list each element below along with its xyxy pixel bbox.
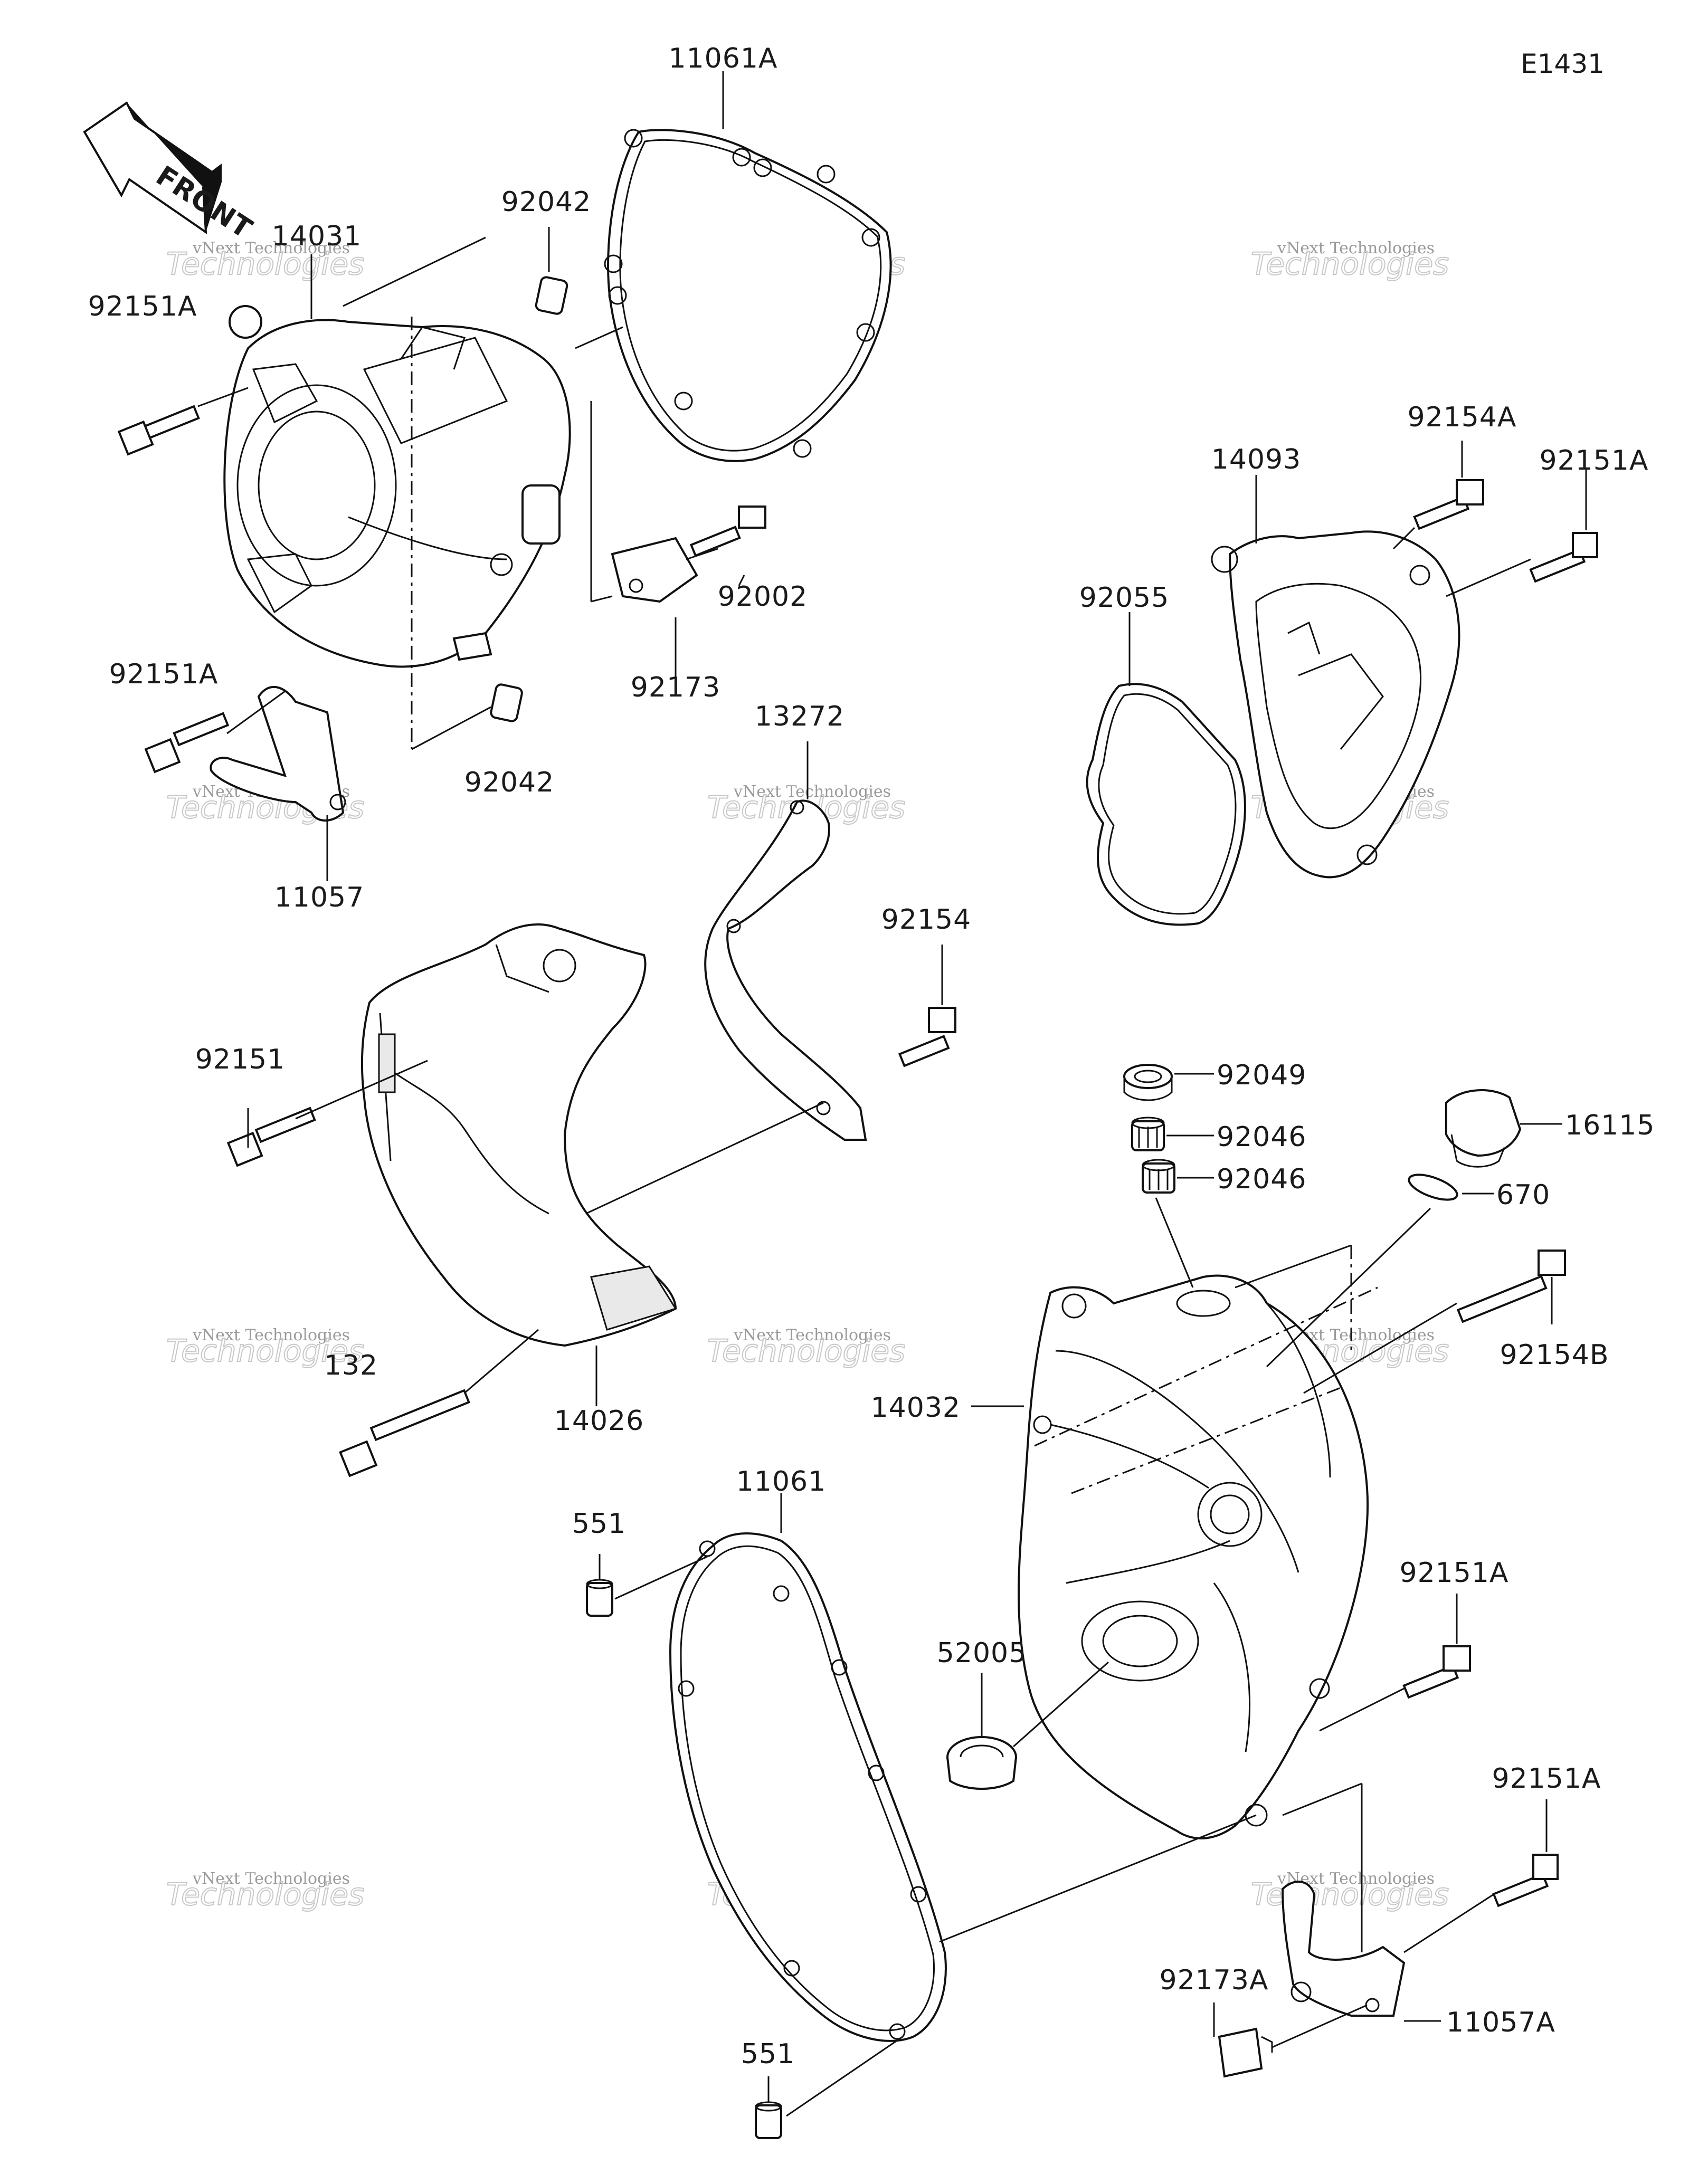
bolt-92151a-left-lower[interactable] — [144, 712, 230, 774]
label-551-lower: 551 — [741, 2038, 795, 2070]
svg-text:Technologies: Technologies — [166, 1876, 364, 1912]
label-92055: 92055 — [1079, 582, 1169, 614]
svg-text:Technologies: Technologies — [166, 1333, 364, 1369]
label-551-upper: 551 — [572, 1508, 626, 1540]
label-92154a: 92154A — [1408, 402, 1517, 433]
svg-text:vNext Technologies: vNext Technologies — [192, 239, 350, 257]
bolt-92154b[interactable] — [1456, 1250, 1566, 1323]
label-92151a-1: 92151A — [88, 291, 197, 322]
label-92046-2: 92046 — [1217, 1163, 1306, 1195]
label-92151a-5: 92151A — [1492, 1763, 1601, 1795]
svg-text:vNext Technologies: vNext Technologies — [733, 1326, 891, 1344]
svg-text:Technologies: Technologies — [707, 1333, 905, 1369]
bolt-92154a[interactable] — [1413, 479, 1484, 530]
needle-bearing-92046-lower[interactable] — [1142, 1159, 1175, 1194]
label-92151: 92151 — [195, 1044, 285, 1075]
clamp-92173[interactable] — [611, 537, 698, 603]
label-14032: 14032 — [871, 1392, 961, 1424]
label-14026: 14026 — [554, 1405, 644, 1437]
o-ring-670[interactable] — [1406, 1170, 1460, 1205]
gasket-11061a[interactable] — [604, 129, 892, 462]
bolt-92151a-left-upper[interactable] — [117, 405, 200, 456]
part-labels: 11061A 92042 14031 92151A 92002 92173 92… — [88, 43, 1655, 2070]
svg-text:vNext Technologies: vNext Technologies — [1277, 239, 1435, 257]
gasket-92055[interactable] — [1086, 683, 1246, 926]
bolt-92154[interactable] — [898, 1007, 956, 1067]
label-52005: 52005 — [937, 1637, 1027, 1669]
bolt-92151a-right-mid[interactable] — [1402, 1645, 1471, 1699]
label-13272: 13272 — [755, 701, 844, 732]
needle-bearing-92046-upper[interactable] — [1131, 1117, 1165, 1151]
svg-text:Technologies: Technologies — [1251, 246, 1449, 282]
svg-text:Technologies: Technologies — [166, 246, 364, 282]
label-92151a-4: 92151A — [1400, 1557, 1509, 1589]
label-92151a-3: 92151A — [1540, 445, 1649, 476]
leader-lines — [197, 71, 1587, 2117]
dowel-pin-551-upper[interactable] — [586, 1579, 613, 1617]
label-11061a: 11061A — [669, 43, 778, 74]
bolt-132[interactable] — [339, 1389, 470, 1477]
front-arrow-icon: FRONT — [83, 101, 258, 245]
bolt-92002[interactable] — [689, 506, 766, 557]
oil-filler-cap-16115[interactable] — [1445, 1089, 1522, 1168]
label-92151a-2: 92151A — [109, 659, 219, 690]
bolt-92151[interactable] — [226, 1107, 316, 1167]
svg-text:vNext Technologies: vNext Technologies — [192, 1326, 350, 1344]
clamp-92173a[interactable] — [1218, 2027, 1273, 2078]
bracket-11057[interactable] — [210, 686, 346, 822]
dowel-pin-92042-lower[interactable] — [490, 683, 523, 722]
gasket-11061[interactable] — [669, 1532, 947, 2042]
ref-code: E1431 — [1521, 49, 1605, 79]
svg-text:vNext Technologies: vNext Technologies — [733, 783, 891, 801]
label-92154: 92154 — [881, 904, 971, 936]
label-670: 670 — [1496, 1179, 1550, 1211]
label-92042-lower: 92042 — [464, 767, 554, 798]
bolt-92151a-right-upper[interactable] — [1529, 532, 1598, 583]
sprocket-cover-14026[interactable] — [360, 923, 677, 1347]
label-92002: 92002 — [718, 581, 808, 613]
label-14031: 14031 — [272, 221, 362, 252]
label-92042-upper: 92042 — [501, 186, 591, 218]
label-132: 132 — [324, 1350, 378, 1381]
dowel-pin-551-lower[interactable] — [755, 2101, 782, 2139]
bolt-92151a-right-lower[interactable] — [1492, 1854, 1559, 1908]
label-92154b: 92154B — [1500, 1339, 1609, 1371]
label-11057: 11057 — [274, 882, 364, 913]
oil-level-gauge-52005[interactable] — [946, 1736, 1017, 1790]
svg-text:Technologies: Technologies — [1251, 1876, 1449, 1912]
label-11061: 11061 — [736, 1466, 826, 1498]
dowel-pin-92042-upper[interactable] — [535, 276, 568, 315]
label-92046-1: 92046 — [1217, 1121, 1306, 1153]
label-92173a: 92173A — [1160, 1964, 1269, 1996]
label-11057a: 11057A — [1446, 2007, 1555, 2038]
oil-seal-92049[interactable] — [1123, 1064, 1173, 1101]
label-14093: 14093 — [1211, 444, 1301, 475]
label-16115: 16115 — [1565, 1110, 1655, 1141]
label-92049: 92049 — [1217, 1060, 1306, 1091]
gasket-13272[interactable] — [704, 799, 867, 1141]
clutch-cover-14032[interactable] — [1018, 1274, 1369, 1839]
label-92173: 92173 — [631, 672, 720, 703]
svg-text:vNext Technologies: vNext Technologies — [192, 1870, 350, 1888]
generator-cover-14031[interactable] — [223, 305, 571, 668]
cover-14093[interactable] — [1211, 530, 1460, 879]
